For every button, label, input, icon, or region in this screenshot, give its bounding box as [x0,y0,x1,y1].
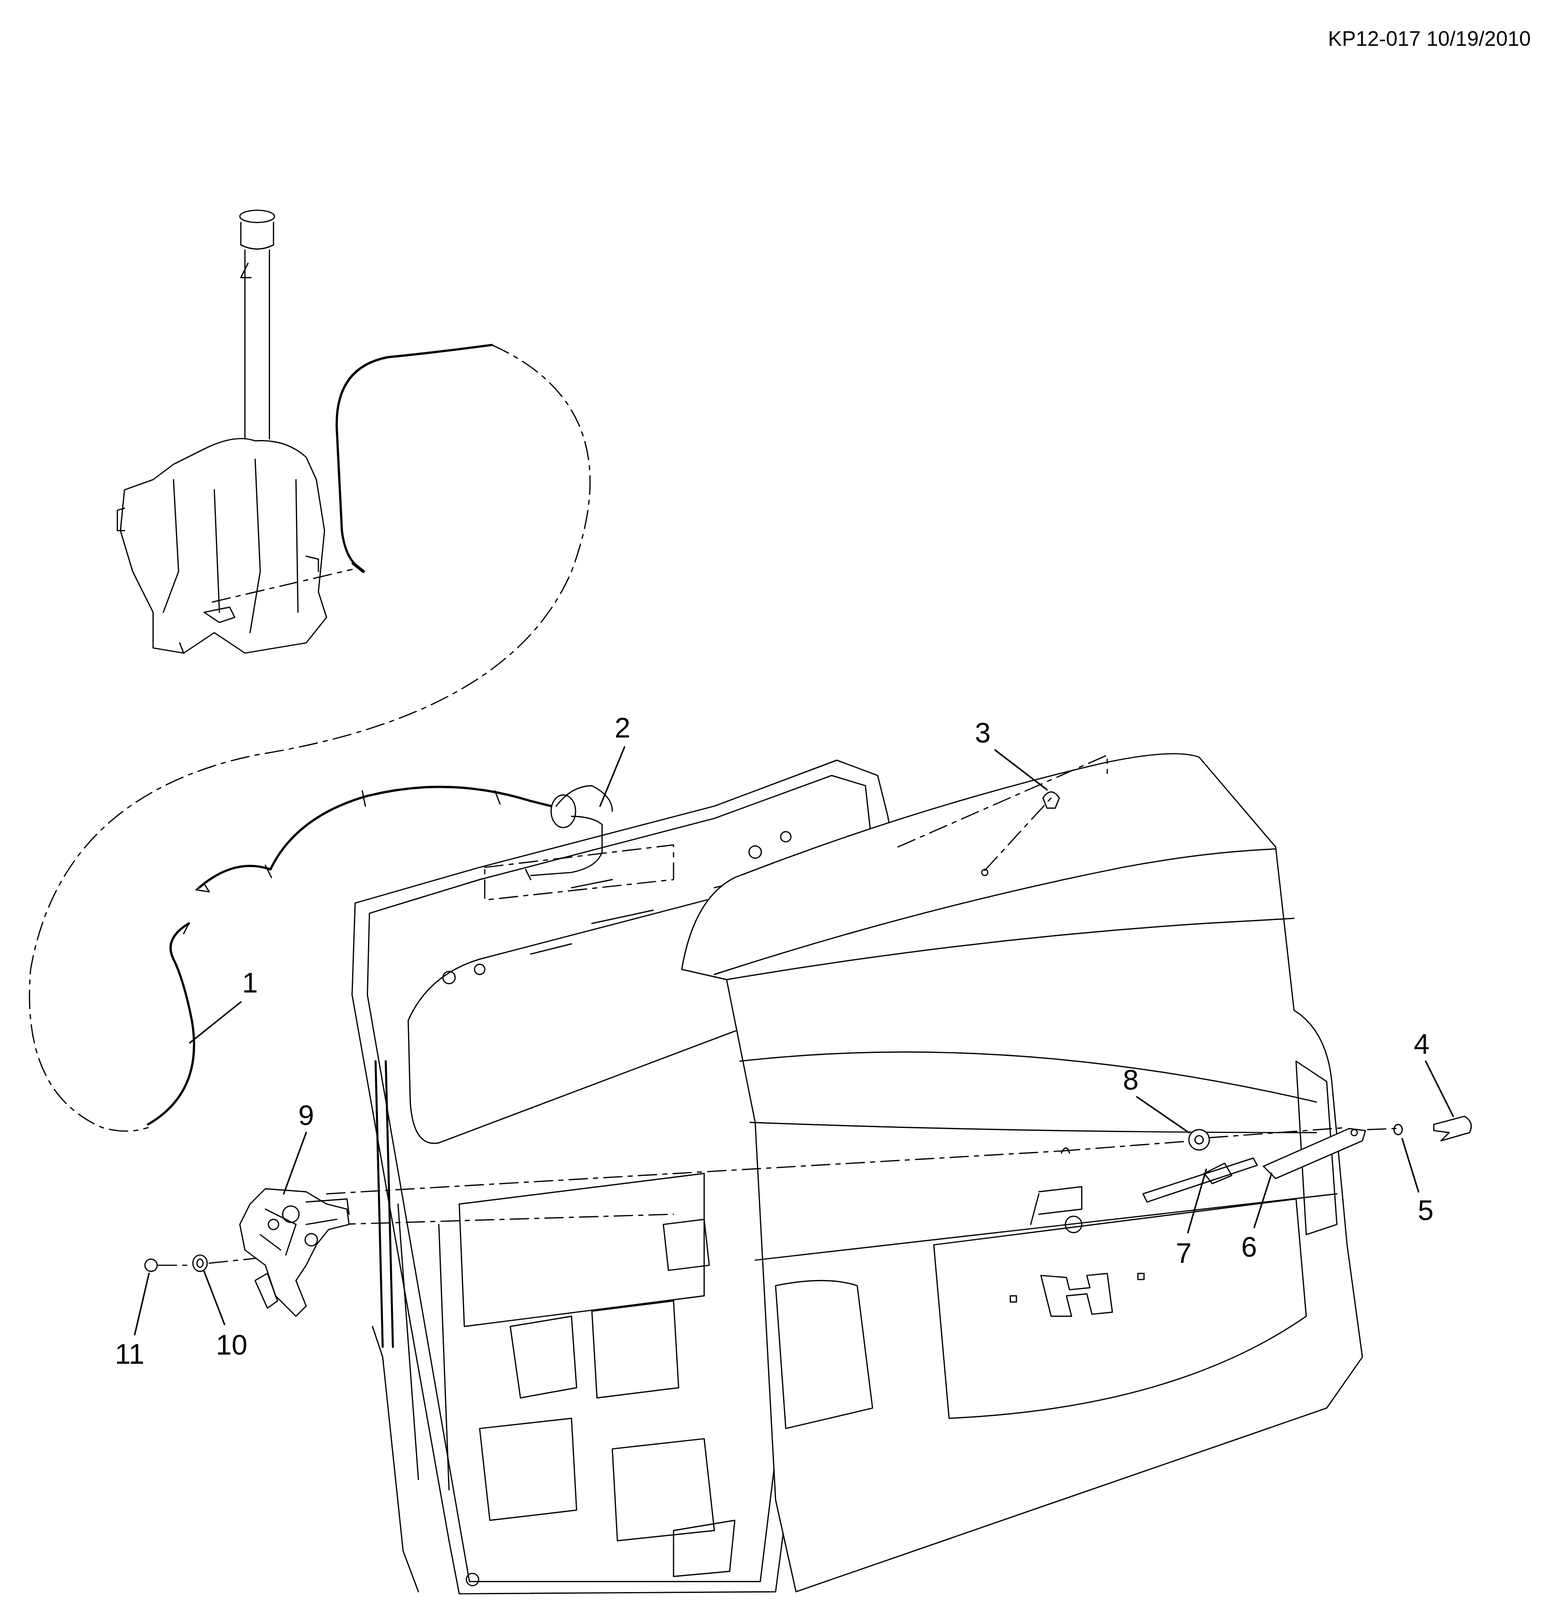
washer-nozzle [1043,791,1060,809]
liftgate-outer-panel [681,753,1363,1593]
wiper-arm [1263,1128,1366,1179]
washer [192,1255,208,1272]
route-line [29,345,591,1132]
wiper-arm-cap [1433,1116,1472,1142]
washer-hose [336,345,492,567]
callout-number: 9 [298,1101,315,1130]
callout-number: 5 [1417,1196,1434,1225]
wiper-motor [239,1189,349,1317]
washer-reservoir [117,210,327,654]
nut [145,1259,158,1272]
callout-number: 4 [1413,1029,1430,1059]
leader-line [134,747,1454,1335]
callout-number: 3 [974,718,991,747]
callout-number: 1 [242,968,258,997]
nut [1394,1124,1403,1135]
grommet [525,786,613,880]
washer-hose [147,786,551,1125]
callout-number: 8 [1122,1065,1139,1094]
callout-number: 11 [115,1339,145,1369]
callout-number: 6 [1241,1232,1257,1262]
grommet [1189,1129,1210,1151]
callout-number: 2 [614,713,631,742]
drawing-id: KP12-017 10/19/2010 [1328,28,1532,50]
callout-number: 10 [215,1330,248,1360]
callout-number: 7 [1176,1239,1192,1268]
wiper-blade [1143,1158,1258,1202]
